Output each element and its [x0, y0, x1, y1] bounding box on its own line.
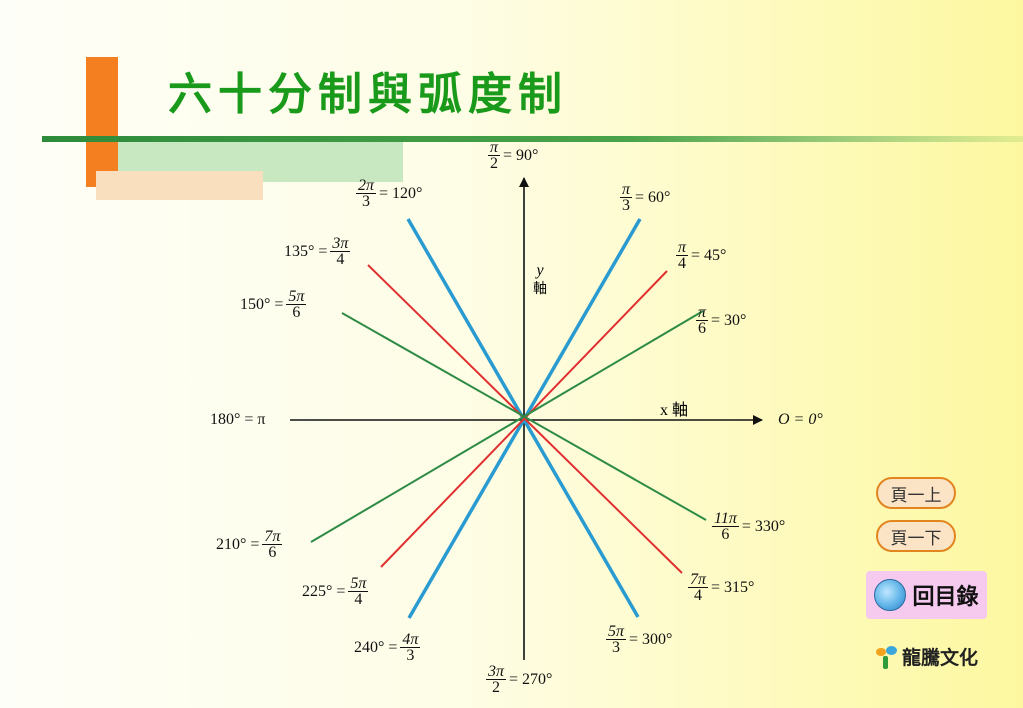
y-axis-var: y — [536, 262, 544, 279]
label-135-deg: 135° = — [284, 242, 328, 260]
label-240-num: 4π — [400, 631, 421, 648]
label-120-num: 2π — [356, 177, 377, 194]
label-270-num: 3π — [486, 663, 507, 680]
label-150-deg: 150° = — [240, 295, 284, 313]
label-30-den: 6 — [698, 320, 706, 337]
brand-logo: 龍騰文化 — [874, 643, 978, 670]
label-315-den: 4 — [694, 587, 702, 604]
label-240-deg: 240° = — [354, 638, 398, 656]
toc-label: 回目錄 — [912, 585, 979, 610]
label-210-den: 6 — [268, 544, 277, 561]
label-45-num: π — [676, 239, 689, 256]
label-90-den: 2 — [490, 155, 498, 172]
label-225-deg: 225° = — [302, 582, 346, 600]
label-150-num: 5π — [286, 288, 307, 305]
line-30-210 — [310, 310, 704, 543]
label-30-num: π — [696, 304, 709, 321]
label-180-text: 180° = π — [210, 411, 266, 428]
prev-page-button[interactable]: 頁一上 — [876, 477, 956, 509]
label-45-den: 4 — [678, 255, 686, 272]
globe-icon — [874, 579, 907, 611]
label-60-den: 3 — [622, 197, 630, 214]
y-axis-word: 軸 — [533, 281, 547, 297]
label-135-num: 3π — [330, 235, 351, 252]
label-180: 180° = π — [210, 411, 266, 429]
label-90-num: π — [488, 139, 501, 156]
label-225-den: 4 — [354, 591, 363, 608]
label-225-num: 5π — [348, 575, 369, 592]
label-300-deg: = 300° — [629, 630, 673, 648]
label-270-deg: = 270° — [509, 670, 553, 688]
label-315-num: 7π — [688, 571, 709, 588]
label-45-deg: = 45° — [691, 246, 727, 264]
next-page-button[interactable]: 頁一下 — [876, 520, 956, 552]
page-title: 六十分制與弧度制 — [168, 69, 568, 120]
label-135-den: 4 — [336, 251, 345, 268]
label-210-num: 7π — [262, 528, 283, 545]
label-60-num: π — [620, 181, 633, 198]
label-60-deg: = 60° — [635, 188, 671, 206]
label-0: O = 0° — [778, 411, 823, 429]
label-330-num: 11π — [712, 510, 739, 527]
x-axis-label: x 軸 — [660, 402, 689, 419]
line-45-225 — [380, 270, 668, 568]
label-120-deg: = 120° — [379, 184, 423, 202]
label-270-den: 2 — [492, 679, 500, 696]
y-axis-label: y 軸 — [533, 262, 547, 298]
label-150-den: 6 — [292, 304, 301, 321]
decor-peach-block — [96, 171, 263, 200]
label-315-deg: = 315° — [711, 578, 755, 596]
label-120-den: 3 — [362, 193, 370, 210]
sprout-icon — [874, 645, 898, 669]
label-90-deg: = 90° — [503, 146, 539, 164]
label-300-num: 5π — [606, 623, 627, 640]
decor-orange-bar — [86, 57, 118, 187]
label-330-den: 6 — [721, 526, 730, 543]
brand-name: 龍騰文化 — [902, 647, 979, 669]
label-30-deg: = 30° — [711, 311, 747, 329]
label-240-den: 3 — [406, 647, 415, 664]
label-0-text: O = 0° — [778, 411, 823, 428]
decor-title-rule — [42, 136, 1023, 142]
label-330-deg: = 330° — [741, 517, 786, 535]
table-of-contents-button[interactable]: 回目錄 — [866, 571, 987, 619]
label-300-den: 3 — [612, 639, 620, 656]
label-210-deg: 210° = — [216, 535, 260, 553]
